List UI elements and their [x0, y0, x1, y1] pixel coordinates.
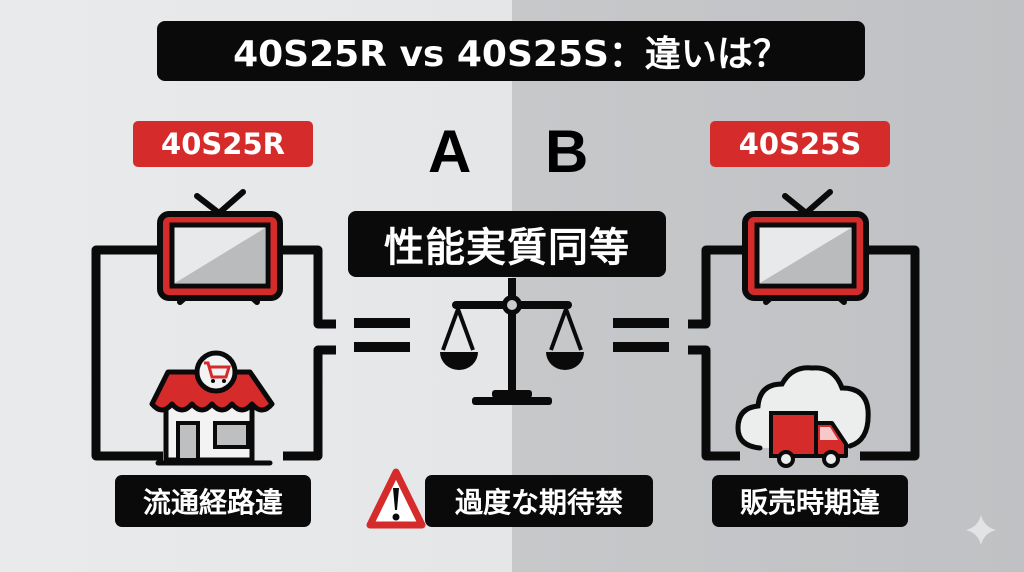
equals-icon-right — [613, 318, 669, 352]
label-a: A — [428, 118, 472, 185]
left-connector-lines — [91, 245, 336, 461]
sparkle-icon — [966, 515, 996, 545]
equals-icon-left — [354, 318, 410, 352]
store-icon — [149, 350, 275, 466]
tv-icon-left — [157, 189, 283, 305]
model-badge-right: 40S25S — [710, 121, 890, 167]
warning-triangle-icon — [366, 468, 426, 529]
sales-period-label: 販売時期違 — [712, 475, 908, 527]
page-title: 40S25R vs 40S25S：違いは？ — [157, 21, 865, 81]
right-connector-lines — [688, 245, 920, 461]
tv-icon-right — [742, 189, 869, 305]
performance-equivalent-label: 性能実質同等 — [348, 211, 666, 277]
label-b: B — [545, 118, 589, 185]
model-badge-left: 40S25R — [133, 121, 313, 167]
cloud-delivery-truck-icon — [735, 365, 871, 468]
distribution-channel-label: 流通経路違 — [115, 475, 311, 527]
balance-scale-icon — [440, 278, 584, 405]
warning-label: 過度な期待禁 — [425, 475, 653, 527]
